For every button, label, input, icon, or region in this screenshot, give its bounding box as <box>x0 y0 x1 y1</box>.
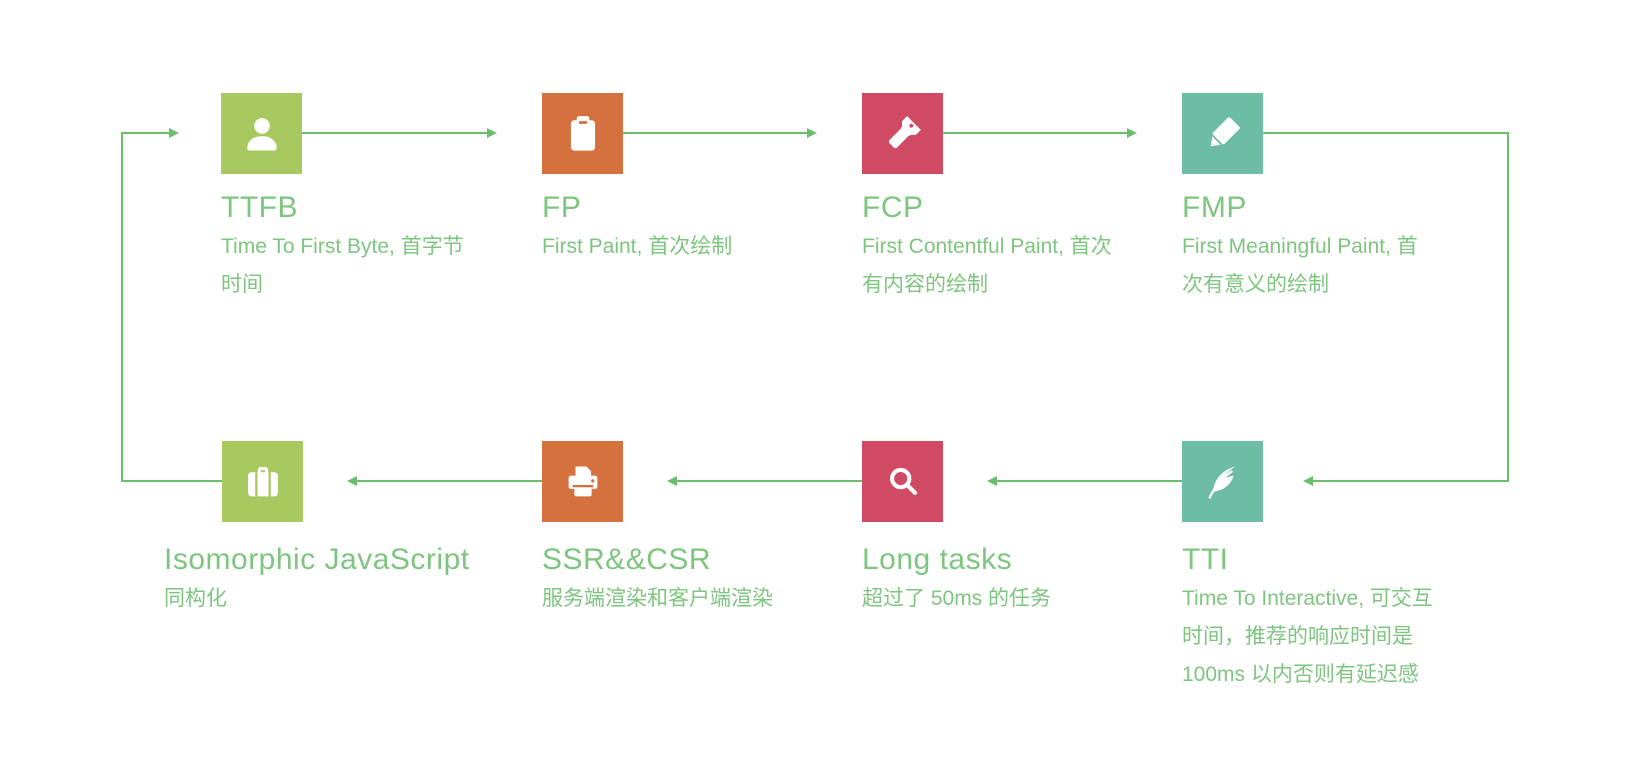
clipboard-icon <box>542 93 623 174</box>
arrow-isomorphic-to-ttfb <box>121 128 222 482</box>
feather-icon <box>1182 441 1263 522</box>
flashlight-icon <box>862 93 943 174</box>
node-title: Long tasks <box>862 543 1013 576</box>
node-title: Isomorphic JavaScript <box>164 543 470 576</box>
node-description: First Contentful Paint, 首次有内容的绘制 <box>862 235 1112 296</box>
node-title: FP <box>542 191 582 224</box>
arrow-long-tasks-to-ssr <box>667 476 862 486</box>
arrow-ttfb-to-fp <box>302 128 497 138</box>
node-title: FMP <box>1182 191 1247 224</box>
node-description: 同构化 <box>164 587 227 610</box>
node-description: First Meaningful Paint, 首次有意义的绘制 <box>1182 235 1418 296</box>
node-description: Time To Interactive, 可交互时间，推荐的响应时间是 100m… <box>1182 587 1433 686</box>
node-title: TTI <box>1182 543 1229 576</box>
briefcase-icon <box>222 441 303 522</box>
node-title: TTFB <box>221 191 298 224</box>
node-description: 服务端渲染和客户端渲染 <box>542 587 773 610</box>
user-icon <box>221 93 302 174</box>
node-title: FCP <box>862 191 924 224</box>
node-description: Time To First Byte, 首字节时间 <box>221 235 464 296</box>
node-description: First Paint, 首次绘制 <box>542 235 733 258</box>
pencil-icon <box>1182 93 1263 174</box>
arrow-fcp-to-fmp <box>943 128 1137 138</box>
arrow-fp-to-fcp <box>623 128 817 138</box>
arrow-fmp-to-tti <box>1263 132 1509 486</box>
node-title: SSR&&CSR <box>542 543 712 576</box>
node-description: 超过了 50ms 的任务 <box>862 587 1052 610</box>
printer-icon <box>542 441 623 522</box>
arrow-tti-to-long-tasks <box>987 476 1182 486</box>
search-icon <box>862 441 943 522</box>
arrow-ssr-to-isomorphic <box>347 476 542 486</box>
